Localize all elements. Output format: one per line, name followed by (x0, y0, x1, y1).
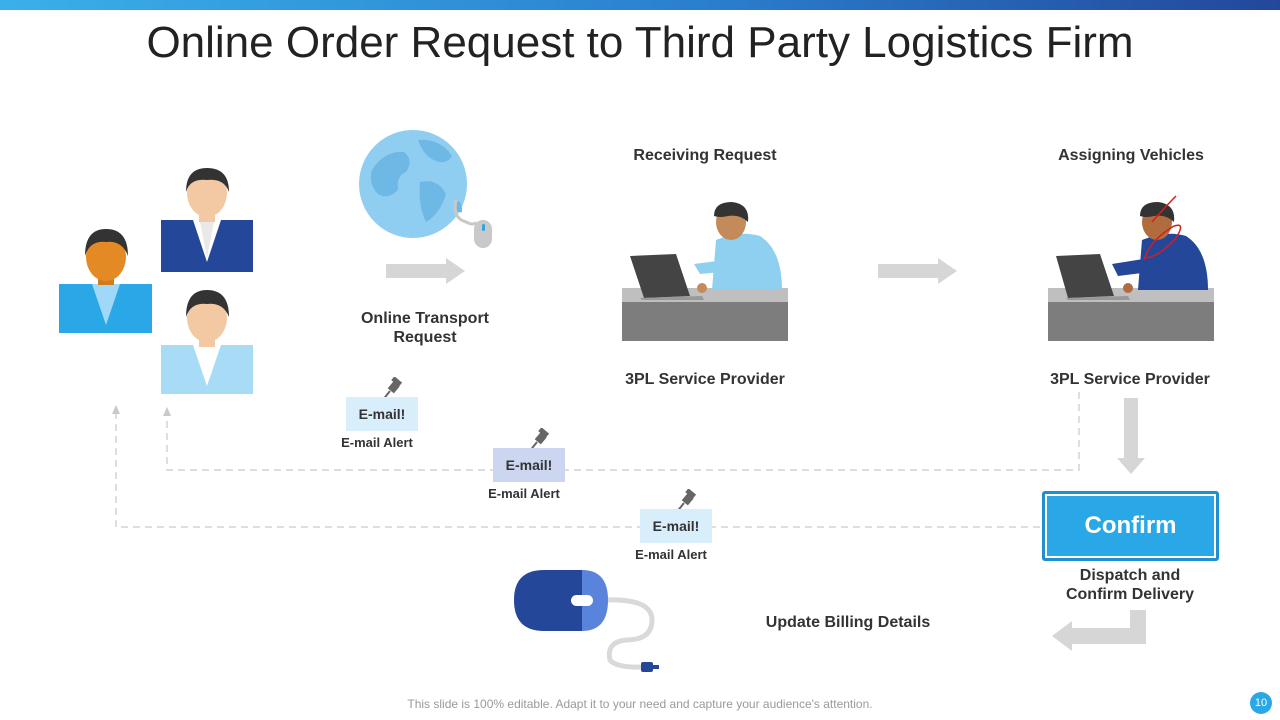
label-online-transport-request: Online Transport Request (360, 310, 489, 346)
email-badge: E-mail! (493, 448, 565, 482)
top-accent-bar (0, 0, 1280, 10)
person-at-laptop-icon (622, 202, 788, 341)
globe-icon (359, 130, 467, 238)
label-3pl-provider-2: 3PL Service Provider (1050, 371, 1210, 388)
arrow-right-1 (386, 258, 465, 284)
arrow-right-2 (878, 258, 957, 284)
label-3pl-provider-1: 3PL Service Provider (625, 371, 785, 388)
computer-mouse-icon (453, 199, 492, 248)
email-badge: E-mail! (346, 397, 418, 431)
dashed-arrowhead-right (163, 407, 171, 416)
label-receiving-request: Receiving Request (633, 147, 777, 164)
email-alert-label: E-mail Alert (488, 486, 560, 501)
slide-title: Online Order Request to Third Party Logi… (146, 18, 1134, 67)
page-number-badge: 10 (1250, 692, 1272, 714)
computer-mouse-icon (514, 570, 659, 672)
confirm-button[interactable]: Confirm (1042, 491, 1219, 561)
dashed-arrowhead-left (112, 405, 120, 414)
email-badge: E-mail! (640, 509, 712, 543)
people-group-icon (59, 168, 253, 394)
person-at-laptop-icon (1048, 195, 1214, 341)
dashed-line-lower (115, 412, 1040, 528)
email-alert-label: E-mail Alert (635, 547, 707, 562)
label-update-billing: Update Billing Details (765, 614, 931, 631)
arrow-down (1117, 398, 1145, 474)
arrow-return-left (1052, 610, 1146, 651)
label-assigning-vehicles: Assigning Vehicles (1058, 147, 1204, 164)
label-dispatch-confirm: Dispatch and Confirm Delivery (1065, 567, 1195, 603)
email-alert-label: E-mail Alert (341, 435, 413, 450)
slide-footer-note: This slide is 100% editable. Adapt it to… (407, 697, 873, 711)
dashed-line-upper (166, 392, 1080, 471)
